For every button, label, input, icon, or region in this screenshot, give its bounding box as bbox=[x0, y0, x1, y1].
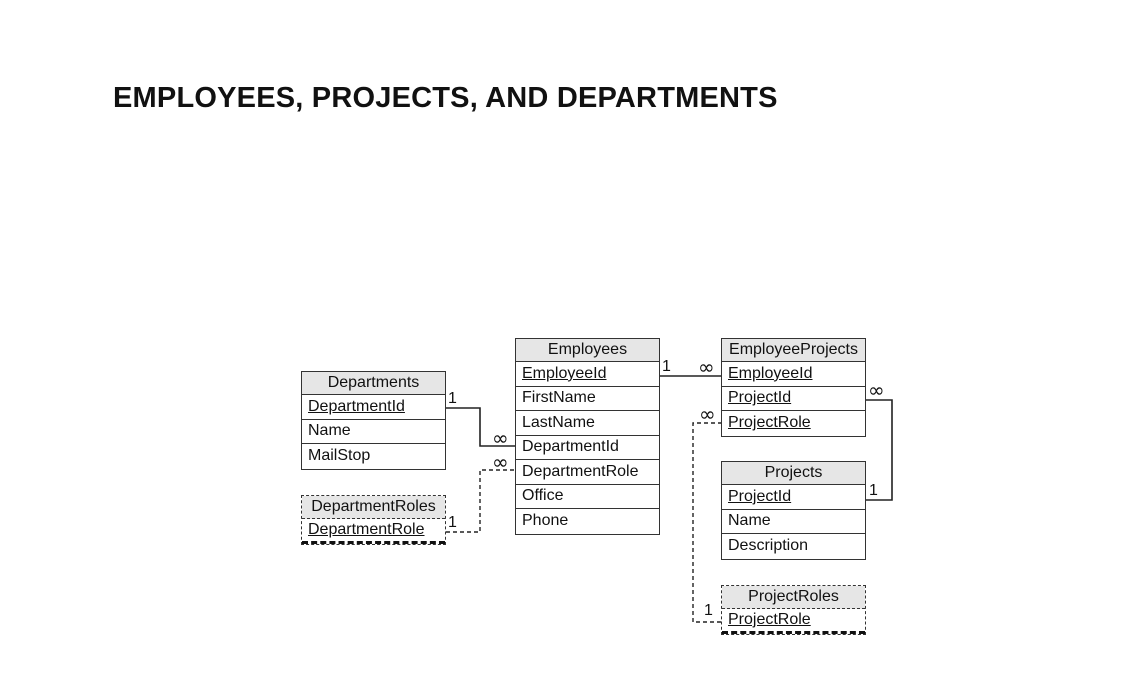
entity-employees-header: Employees bbox=[516, 339, 659, 362]
field-departmentid: DepartmentId bbox=[516, 436, 659, 460]
cardinality-many-label: ∞ bbox=[698, 355, 715, 379]
field-projectrole: ProjectRole bbox=[728, 414, 811, 432]
cardinality-many-label: ∞ bbox=[492, 426, 509, 450]
cardinality-one-label: 1 bbox=[448, 390, 457, 407]
field-projectrole: ProjectRole bbox=[722, 609, 865, 634]
entity-employee-projects-header: EmployeeProjects bbox=[722, 339, 865, 362]
field-employeeid: EmployeeId bbox=[516, 362, 659, 387]
entity-project-roles: ProjectRoles ProjectRole bbox=[721, 585, 866, 635]
entity-departments: Departments DepartmentId Name MailStop bbox=[301, 371, 446, 470]
cardinality-many-label: ∞ bbox=[699, 402, 716, 426]
entity-department-roles-header: DepartmentRoles bbox=[302, 496, 445, 519]
field-projectid: ProjectId bbox=[722, 387, 865, 411]
link-employeeprojects-projects bbox=[866, 399, 893, 501]
cardinality-one-label: 1 bbox=[448, 514, 457, 531]
page-title: EMPLOYEES, PROJECTS, AND DEPARTMENTS bbox=[113, 82, 778, 114]
link-projectroles-employeeprojects bbox=[692, 422, 722, 623]
entity-projects: Projects ProjectId Name Description bbox=[721, 461, 866, 560]
field-mailstop: MailStop bbox=[308, 447, 371, 465]
field-departmentrole: DepartmentRole bbox=[516, 460, 659, 485]
field-employeeid: EmployeeId bbox=[722, 362, 865, 387]
cardinality-many-label: ∞ bbox=[868, 378, 885, 402]
link-departments-employees bbox=[446, 407, 516, 447]
field-departmentid: DepartmentId bbox=[302, 395, 445, 420]
field-projectid: ProjectId bbox=[722, 485, 865, 510]
field-name: Name bbox=[302, 420, 445, 444]
entity-projects-header: Projects bbox=[722, 462, 865, 485]
field-name: Name bbox=[722, 510, 865, 534]
entity-employee-projects: EmployeeProjects EmployeeId ProjectId Pr… bbox=[721, 338, 866, 437]
link-departmentroles-employees bbox=[446, 469, 516, 533]
field-office: Office bbox=[516, 485, 659, 509]
field-phone: Phone bbox=[522, 512, 569, 530]
field-lastname: LastName bbox=[516, 411, 659, 436]
entity-project-roles-header: ProjectRoles bbox=[722, 586, 865, 609]
field-firstname: FirstName bbox=[516, 387, 659, 411]
entity-employees: Employees EmployeeId FirstName LastName … bbox=[515, 338, 660, 535]
cardinality-one-label: 1 bbox=[869, 482, 878, 499]
field-departmentrole: DepartmentRole bbox=[302, 519, 445, 544]
field-description: Description bbox=[728, 537, 809, 555]
entity-department-roles: DepartmentRoles DepartmentRole bbox=[301, 495, 446, 545]
cardinality-many-label: ∞ bbox=[492, 450, 509, 474]
entity-departments-header: Departments bbox=[302, 372, 445, 395]
cardinality-one-label: 1 bbox=[662, 358, 671, 375]
cardinality-one-label: 1 bbox=[704, 602, 713, 619]
